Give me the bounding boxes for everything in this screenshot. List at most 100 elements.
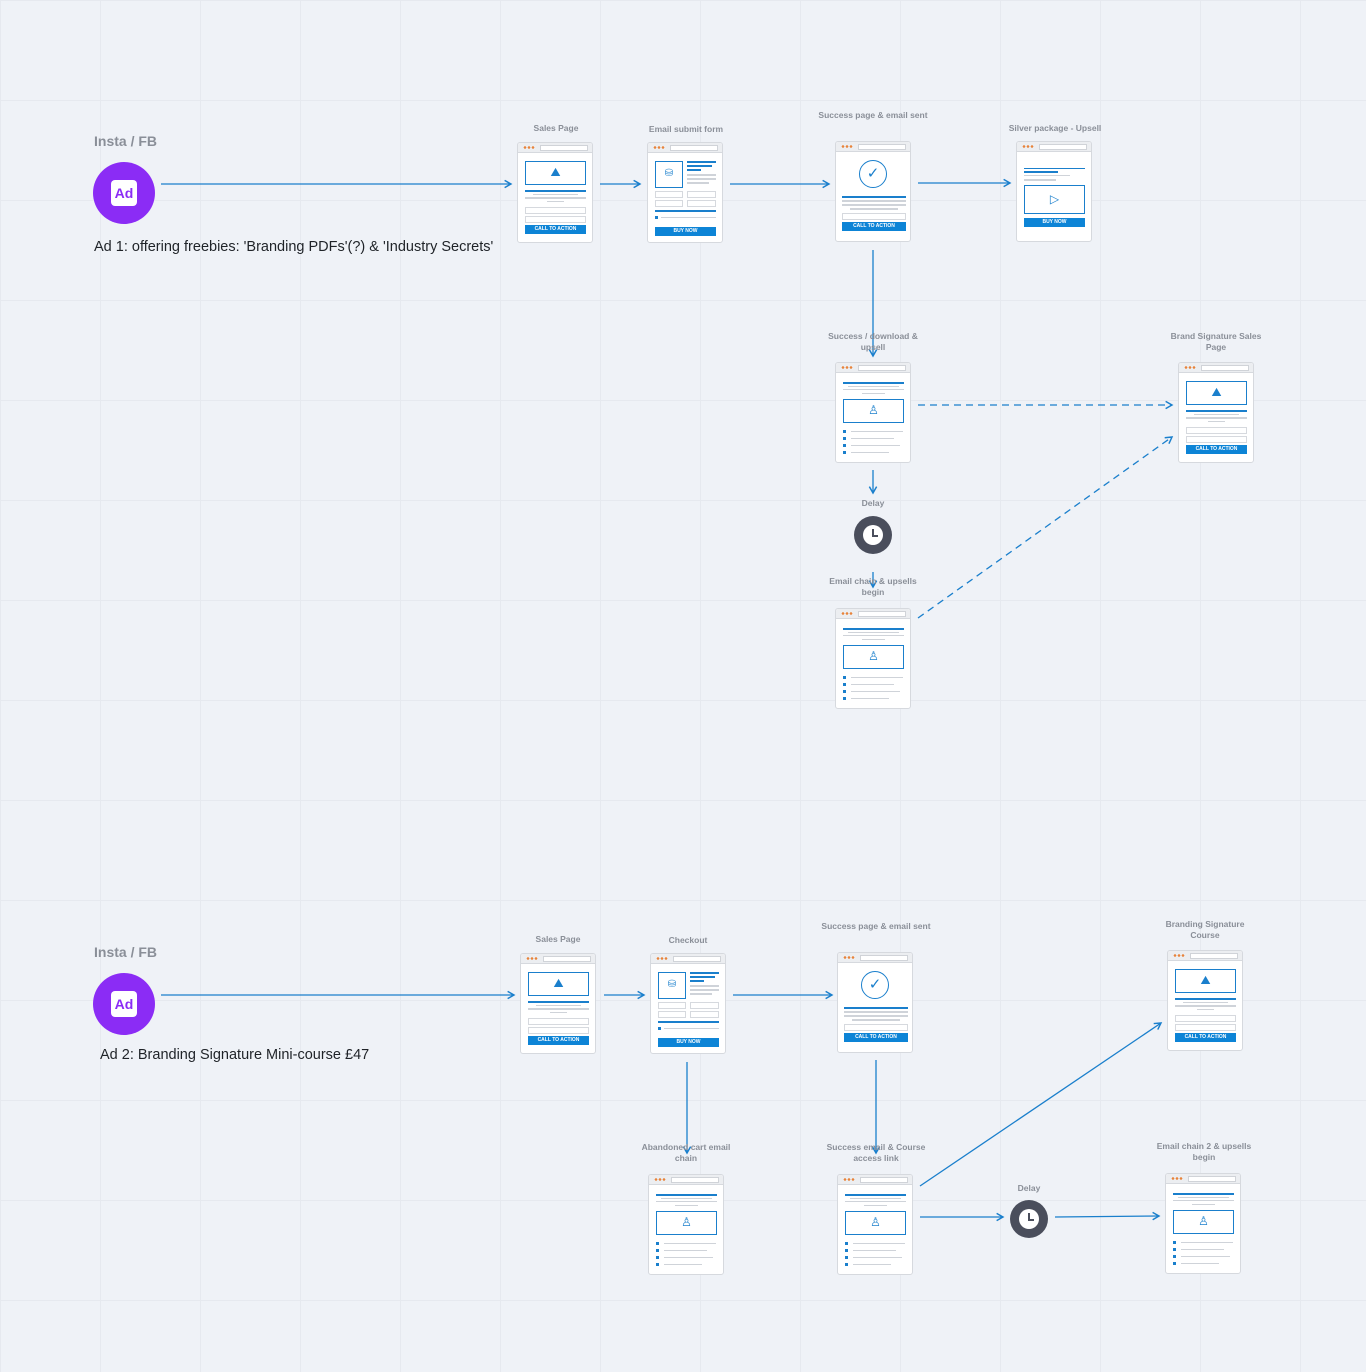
bullet-icon — [843, 697, 846, 700]
bullet-icon — [843, 444, 846, 447]
bullet-icon — [656, 1249, 659, 1252]
node-label: Success page & email sent — [818, 110, 928, 120]
page-node-success[interactable]: ✓ CALL TO ACTION — [837, 952, 913, 1053]
bullet-icon — [656, 1242, 659, 1245]
bullet-icon — [843, 437, 846, 440]
bullet-icon — [1173, 1262, 1176, 1265]
image-icon: ⛰ — [528, 972, 589, 996]
ad-caption: Ad 1: offering freebies: 'Branding PDFs'… — [94, 239, 494, 255]
node-label: Checkout — [668, 935, 708, 945]
ad-caption: Ad 2: Branding Signature Mini-course £47 — [100, 1047, 370, 1063]
page-node-checkout[interactable]: ⛁ BUY NOW — [650, 953, 726, 1054]
browser-bar — [649, 1175, 723, 1185]
bullet-icon — [845, 1263, 848, 1266]
browser-bar — [1168, 951, 1242, 961]
browser-bar — [518, 143, 592, 153]
browser-bar — [521, 954, 595, 964]
checkbox-icon — [658, 1027, 661, 1030]
node-label: Sales Page — [535, 934, 581, 944]
browser-bar — [838, 1175, 912, 1185]
checkmark-icon: ✓ — [859, 160, 887, 188]
browser-bar — [836, 142, 910, 152]
page-node-course-link[interactable]: ♙ — [837, 1174, 913, 1275]
page-node-abandoned-cart[interactable]: ♙ — [648, 1174, 724, 1275]
dashed-arrow-chain-to-brand — [917, 436, 1174, 619]
play-icon: ▷ — [1024, 185, 1085, 214]
cta-button[interactable]: CALL TO ACTION — [528, 1036, 589, 1045]
node-label: Email chain & upsells begin — [829, 576, 917, 597]
node-label: Success / download & upsell — [828, 331, 918, 352]
delay-label: Delay — [861, 498, 885, 508]
image-icon: ⛰ — [1175, 969, 1236, 993]
clock-icon[interactable] — [854, 516, 892, 554]
bullet-icon — [1173, 1248, 1176, 1251]
bullet-icon — [843, 690, 846, 693]
node-label: Success page & email sent — [821, 921, 931, 931]
page-node-sales[interactable]: ⛰ CALL TO ACTION — [520, 953, 596, 1054]
bullet-icon — [656, 1256, 659, 1259]
cta-button[interactable]: CALL TO ACTION — [1186, 445, 1247, 454]
person-icon: ♙ — [843, 645, 904, 669]
bullet-icon — [843, 451, 846, 454]
bullet-icon — [843, 683, 846, 686]
bullet-icon — [845, 1242, 848, 1245]
source-label: Insta / FB — [94, 944, 158, 960]
browser-bar — [1179, 363, 1253, 373]
bullet-icon — [656, 1263, 659, 1266]
bullet-icon — [845, 1249, 848, 1252]
page-node-email-chain[interactable]: ♙ — [835, 608, 911, 709]
buy-now-button[interactable]: BUY NOW — [655, 227, 716, 236]
browser-bar — [1017, 142, 1091, 152]
arrow-course-link-to-course — [919, 1022, 1163, 1187]
browser-bar — [836, 363, 910, 373]
person-icon: ♙ — [843, 399, 904, 423]
clock-icon[interactable] — [1010, 1200, 1048, 1238]
ad-node[interactable]: Ad — [93, 973, 155, 1035]
node-label: Success email & Course access link — [826, 1142, 926, 1163]
bullet-icon — [1173, 1255, 1176, 1258]
bullet-icon — [843, 430, 846, 433]
cta-button[interactable]: CALL TO ACTION — [1175, 1033, 1236, 1042]
browser-bar — [836, 609, 910, 619]
page-node-course[interactable]: ⛰ CALL TO ACTION — [1167, 950, 1243, 1051]
node-label: Email submit form — [648, 124, 724, 134]
page-node-download[interactable]: ♙ — [835, 362, 911, 463]
payment-icon: ⛁ — [655, 161, 683, 188]
bullet-icon — [843, 676, 846, 679]
image-icon: ⛰ — [525, 161, 586, 185]
person-icon: ♙ — [845, 1211, 906, 1235]
person-icon: ♙ — [1173, 1210, 1234, 1234]
payment-icon: ⛁ — [658, 972, 686, 999]
browser-bar — [838, 953, 912, 963]
page-node-email-form[interactable]: ⛁ BUY NOW — [647, 142, 723, 243]
cta-button[interactable]: CALL TO ACTION — [525, 225, 586, 234]
page-node-success[interactable]: ✓ CALL TO ACTION — [835, 141, 911, 242]
node-label: Email chain 2 & upsells begin — [1156, 1141, 1252, 1162]
checkmark-icon: ✓ — [861, 971, 889, 999]
page-node-sales[interactable]: ⛰ CALL TO ACTION — [517, 142, 593, 243]
person-icon: ♙ — [656, 1211, 717, 1235]
node-label: Brand Signature Sales Page — [1170, 331, 1262, 352]
page-node-upsell[interactable]: ▷ BUY NOW — [1016, 141, 1092, 242]
source-label: Insta / FB — [94, 133, 158, 149]
arrow-delay-to-chain2 — [1054, 1211, 1161, 1221]
page-node-email-chain-2[interactable]: ♙ — [1165, 1173, 1241, 1274]
node-label: Silver package - Upsell — [1008, 123, 1102, 133]
cta-button[interactable]: CALL TO ACTION — [842, 222, 906, 231]
bullet-icon — [1173, 1241, 1176, 1244]
browser-bar — [648, 143, 722, 153]
checkbox-icon — [655, 216, 658, 219]
ad-node[interactable]: Ad — [93, 162, 155, 224]
ad-icon: Ad — [111, 991, 137, 1017]
browser-bar — [651, 954, 725, 964]
buy-now-button[interactable]: BUY NOW — [1024, 218, 1085, 227]
buy-now-button[interactable]: BUY NOW — [658, 1038, 719, 1047]
image-icon: ⛰ — [1186, 381, 1247, 405]
cta-button[interactable]: CALL TO ACTION — [844, 1033, 908, 1042]
browser-bar — [1166, 1174, 1240, 1184]
delay-label: Delay — [1017, 1183, 1041, 1193]
page-node-brand-sales[interactable]: ⛰ CALL TO ACTION — [1178, 362, 1254, 463]
node-label: Abandoned cart email chain — [641, 1142, 731, 1163]
bullet-icon — [845, 1256, 848, 1259]
